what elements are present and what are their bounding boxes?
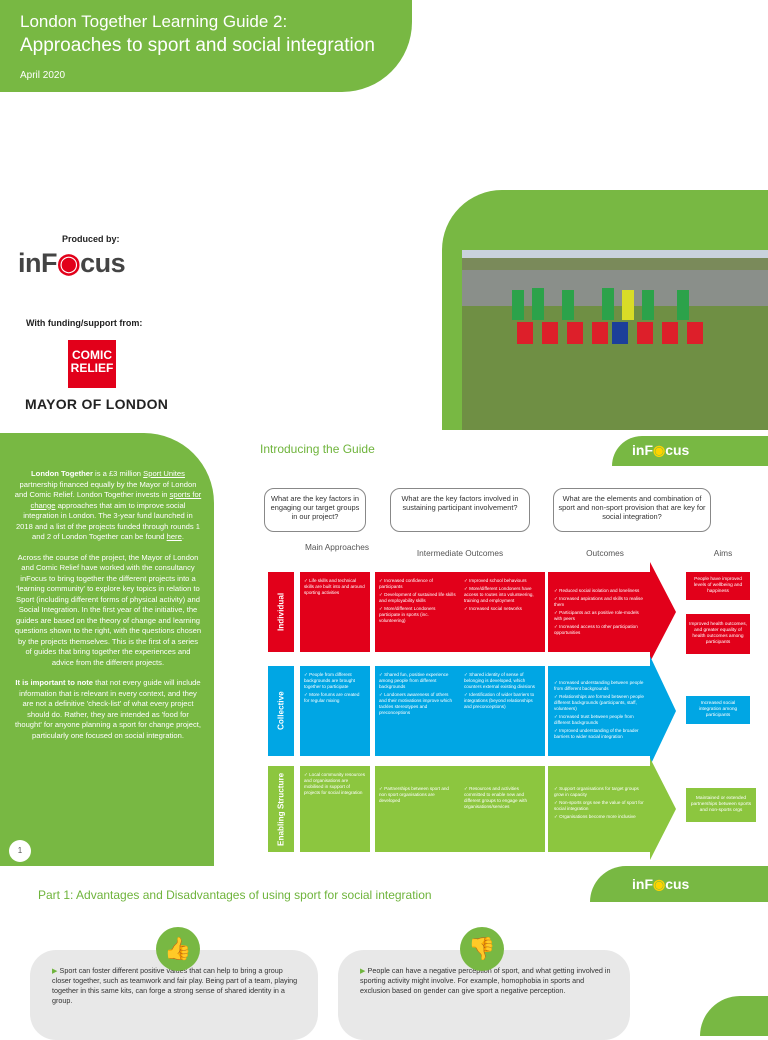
intro-text-panel: London Together is a £3 million Sport Un… [0, 433, 214, 866]
row-label-enabling-structure: Enabling Structure [268, 766, 294, 852]
outcomes-cell: ✓ Support organisations for target group… [554, 786, 644, 819]
question-box: What are the elements and combination of… [553, 488, 711, 532]
guide-title: Approaches to sport and social integrati… [20, 35, 375, 56]
infocus-logo-small: inF◉cus [632, 442, 690, 458]
intermediate-cell: ✓ Increased confidence of participants✓ … [375, 572, 545, 652]
infocus-logo: inF◉cus [18, 248, 126, 278]
approaches-cell: ✓ Life skills and technical skills are b… [300, 572, 370, 652]
publication-date: April 2020 [20, 70, 66, 81]
sports-for-change-link[interactable]: sports for change [30, 490, 202, 510]
intermediate-cell: ✓ Partnerships between sport and non spo… [375, 766, 545, 852]
header-ribbon [612, 436, 768, 466]
outcomes-cell: ✓ Reduced social isolation and lonelines… [554, 588, 643, 635]
funding-label: With funding/support from: [26, 318, 143, 328]
produced-by-label: Produced by: [62, 234, 120, 244]
corner-decoration [700, 996, 768, 1036]
question-box: What are the key factors in engaging our… [264, 488, 366, 532]
header-ribbon [590, 866, 768, 902]
intro-paragraph-2: Across the course of the project, the Ma… [14, 552, 202, 667]
page-number: 1 [9, 840, 31, 862]
question-box: What are the key factors involved in sus… [390, 488, 530, 532]
outcome-arrow-red [548, 562, 676, 662]
thumbs-down-icon: 👎 [460, 927, 504, 971]
part1-title: Part 1: Advantages and Disadvantages of … [38, 888, 432, 902]
outcomes-cell: ✓ Increased understanding between people… [554, 680, 644, 739]
aim-box: People have improved levels of wellbeing… [686, 572, 750, 600]
column-header: Outcomes [586, 548, 624, 558]
column-header: Intermediate Outcomes [416, 548, 504, 558]
approaches-cell: ✓ Local community resources and organisa… [300, 766, 370, 852]
mayor-of-london-logo: MAYOR OF LONDON [25, 396, 169, 412]
infocus-logo-o-icon: ◉ [57, 248, 81, 278]
projects-list-link[interactable]: here [166, 532, 182, 541]
aim-box: Improved health outcomes, and greater eq… [686, 614, 750, 654]
row-label-collective: Collective [268, 666, 294, 756]
intermediate-cell: ✓ Shared fun, positive experience among … [375, 666, 545, 756]
bullet-icon: ▶ [52, 966, 60, 975]
column-header: Aims [713, 548, 733, 558]
thumbs-up-icon: 👍 [156, 927, 200, 971]
outcome-arrow-green [548, 758, 676, 860]
row-label-individual: Individual [268, 572, 294, 652]
column-header: Main Approaches [304, 542, 370, 552]
team-photo [462, 250, 768, 430]
infocus-logo-small: inF◉cus [632, 876, 690, 892]
section-title: Introducing the Guide [260, 442, 375, 456]
guide-series-title: London Together Learning Guide 2: [20, 12, 288, 31]
bullet-icon: ▶ [360, 966, 368, 975]
comic-relief-logo: COMIC RELIEF [68, 340, 116, 388]
title-banner [0, 0, 412, 92]
approaches-cell: ✓ People from different backgrounds are … [300, 666, 370, 756]
sport-unites-link[interactable]: Sport Unites [143, 469, 185, 478]
outcome-arrow-blue [548, 656, 676, 766]
aim-box: Increased social integration among parti… [686, 696, 750, 724]
aim-box: Maintained or extended partnerships betw… [686, 788, 756, 822]
